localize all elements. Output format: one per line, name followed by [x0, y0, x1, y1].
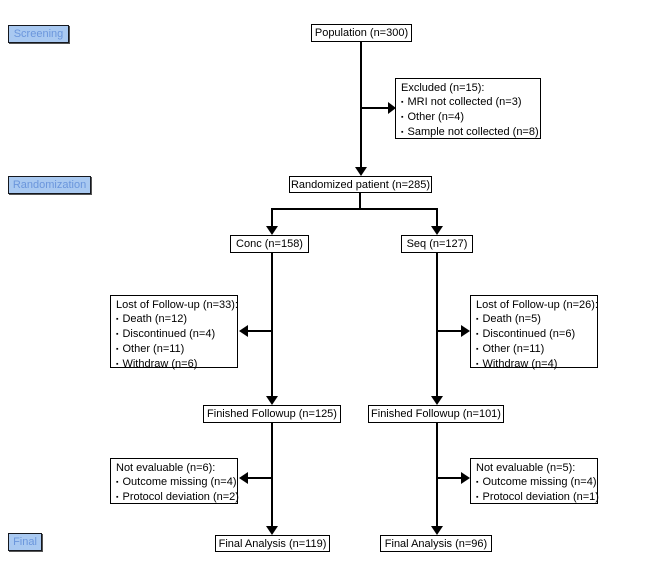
arrowhead-noteval-conc — [239, 472, 248, 484]
box-population: Population (n=300) — [311, 24, 412, 42]
box-not-evaluable-conc-item: Outcome missing (n=4) — [116, 475, 236, 490]
stage-label-screening: Screening — [8, 25, 69, 43]
box-finished-followup-seq: Finished Followup (n=101) — [368, 405, 504, 423]
stage-label-randomization: Randomization — [8, 176, 91, 194]
box-lost-followup-conc-title: Lost of Follow-up (n=33): — [116, 299, 238, 311]
box-excluded: Excluded (n=15): MRI not collected (n=3)… — [395, 78, 541, 139]
box-conc: Conc (n=158) — [230, 235, 309, 253]
stage-label-final: Final — [8, 533, 42, 551]
box-lost-followup-conc-item: Discontinued (n=4) — [116, 327, 233, 342]
box-lost-followup-conc-item: Death (n=12) — [116, 312, 233, 327]
box-lost-followup-seq-item: Death (n=5) — [476, 312, 593, 327]
box-finished-followup-conc: Finished Followup (n=125) — [203, 405, 341, 423]
box-lost-followup-seq-item: Other (n=11) — [476, 342, 593, 357]
box-seq: Seq (n=127) — [401, 235, 473, 253]
arrowhead-lost-conc — [239, 325, 248, 337]
box-lost-followup-seq-item: Withdraw (n=4) — [476, 357, 593, 372]
box-not-evaluable-seq-title: Not evaluable (n=5): — [476, 462, 576, 474]
box-randomized: Randomized patient (n=285) — [289, 176, 432, 193]
box-final-analysis-conc: Final Analysis (n=119) — [215, 535, 330, 552]
box-excluded-item: Sample not collected (n=8) — [401, 125, 538, 140]
box-not-evaluable-conc-title: Not evaluable (n=6): — [116, 462, 216, 474]
box-not-evaluable-seq-item: Protocol deviation (n=1) — [476, 490, 598, 505]
arrowhead-final-conc — [266, 526, 278, 535]
box-excluded-title: Excluded (n=15): — [401, 82, 485, 94]
arrowhead-finished-seq — [431, 396, 443, 405]
box-not-evaluable-seq-item: Outcome missing (n=4) — [476, 475, 596, 490]
arrowhead-noteval-seq — [461, 472, 470, 484]
box-excluded-item: MRI not collected (n=3) — [401, 95, 536, 110]
arrowhead-conc — [266, 226, 278, 235]
arrowhead-randomized — [355, 167, 367, 176]
box-lost-followup-seq-title: Lost of Follow-up (n=26): — [476, 299, 598, 311]
box-lost-followup-conc-item: Withdraw (n=6) — [116, 357, 233, 372]
box-not-evaluable-seq: Not evaluable (n=5): Outcome missing (n=… — [470, 458, 599, 505]
box-lost-followup-seq-item: Discontinued (n=6) — [476, 327, 593, 342]
box-lost-followup-conc-item: Other (n=11) — [116, 342, 233, 357]
arrowhead-lost-seq — [461, 325, 470, 337]
box-final-analysis-seq: Final Analysis (n=96) — [380, 535, 492, 552]
box-not-evaluable-conc: Not evaluable (n=6): Outcome missing (n=… — [110, 458, 239, 505]
arrowhead-finished-conc — [266, 396, 278, 405]
box-lost-followup-conc: Lost of Follow-up (n=33): Death (n=12) D… — [110, 295, 238, 370]
arrowhead-final-seq — [431, 526, 443, 535]
box-lost-followup-seq: Lost of Follow-up (n=26): Death (n=5) Di… — [470, 295, 598, 370]
box-excluded-item: Other (n=4) — [401, 110, 536, 125]
box-not-evaluable-conc-item: Protocol deviation (n=2) — [116, 490, 238, 505]
arrowhead-seq — [431, 226, 443, 235]
